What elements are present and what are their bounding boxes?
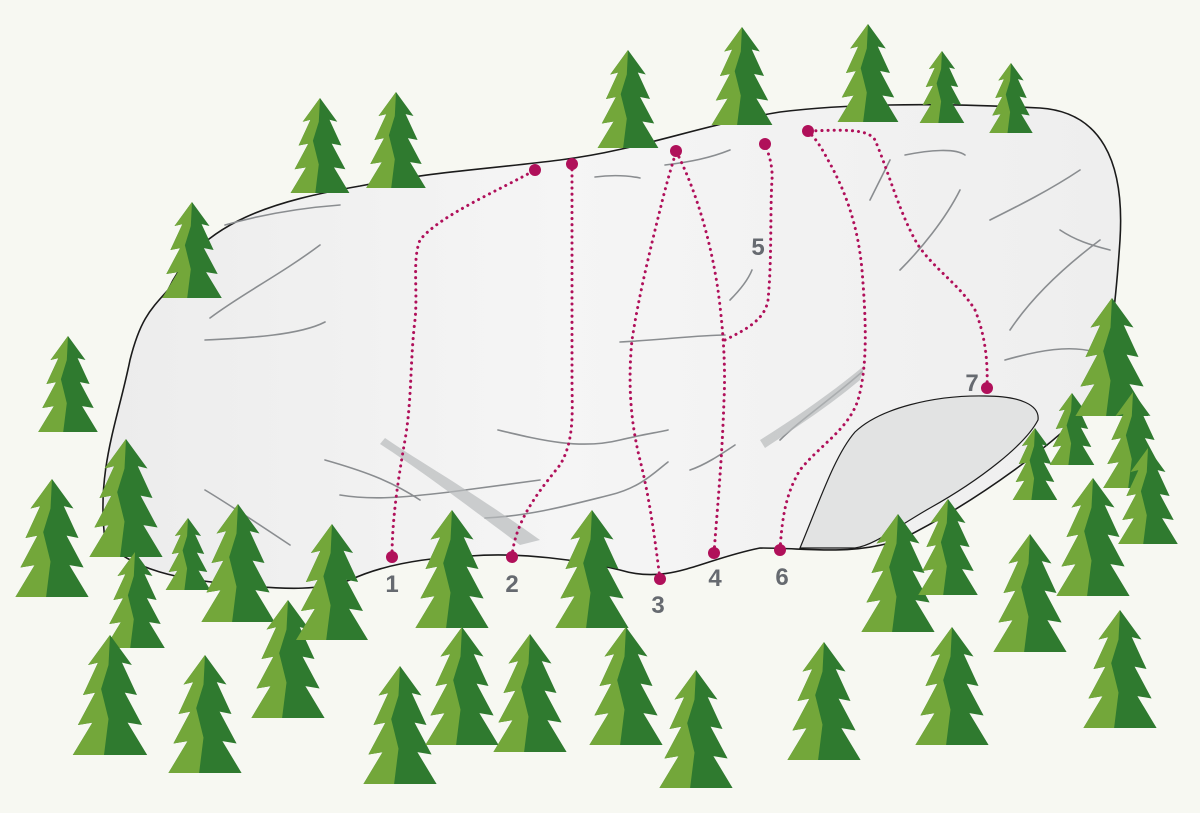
conifer-tree-icon <box>993 534 1067 652</box>
route-label-5: 5 <box>751 234 764 261</box>
conifer-tree-icon <box>251 600 325 718</box>
conifer-tree-icon <box>15 479 89 597</box>
route-3-line <box>628 150 678 581</box>
route-label-4: 4 <box>708 565 722 592</box>
crack-shadow-left <box>380 438 540 545</box>
conifer-tree-icon <box>915 627 989 745</box>
conifer-tree-icon <box>290 98 350 193</box>
route-label-2: 2 <box>505 571 518 598</box>
route-2-line <box>510 163 574 559</box>
route-6-top-dot <box>802 125 814 137</box>
conifer-tree-icon <box>493 634 567 752</box>
route-4-start-dot <box>708 547 720 559</box>
trees <box>15 24 1178 788</box>
conifer-tree-icon <box>589 627 663 745</box>
conifer-tree-icon <box>89 439 163 557</box>
route-5-top-dot <box>759 138 771 150</box>
route-6-start-dot <box>774 544 786 556</box>
route-label-1: 1 <box>385 571 398 598</box>
conifer-tree-icon <box>366 92 426 188</box>
route-7-start-dot <box>981 382 993 394</box>
conifer-tree-icon <box>162 202 222 298</box>
route-1-line <box>390 168 537 559</box>
route-label-3: 3 <box>651 592 664 619</box>
conifer-tree-icon <box>165 518 211 590</box>
conifer-tree-icon <box>861 514 935 632</box>
conifer-tree-icon <box>787 642 861 760</box>
conifer-tree-icon <box>1056 478 1130 596</box>
overhang-shadow <box>799 395 1039 549</box>
conifer-tree-icon <box>201 504 275 622</box>
route-2-start-dot <box>506 551 518 563</box>
routes <box>390 128 989 581</box>
conifer-tree-icon <box>415 510 489 628</box>
route-1-top-dot <box>529 164 541 176</box>
conifer-tree-icon <box>989 63 1033 133</box>
route-dots <box>386 125 993 585</box>
conifer-tree-icon <box>168 655 242 773</box>
conifer-tree-icon <box>1049 393 1095 465</box>
conifer-tree-icon <box>425 627 499 745</box>
route-label-7: 7 <box>965 370 978 397</box>
conifer-tree-icon <box>918 499 978 595</box>
conifer-tree-icon <box>1075 298 1149 416</box>
conifer-tree-icon <box>1083 610 1157 728</box>
route-7-line <box>806 128 989 390</box>
route-labels: 1 2 3 4 5 6 7 <box>385 234 978 619</box>
conifer-tree-icon <box>1118 448 1178 544</box>
conifer-tree-icon <box>72 635 148 755</box>
route-2-top-dot <box>566 158 578 170</box>
conifer-tree-icon <box>105 552 165 648</box>
route-4-line <box>676 153 727 555</box>
conifer-tree-icon <box>363 666 437 784</box>
conifer-tree-icon <box>1012 428 1058 500</box>
route-3-start-dot <box>654 573 666 585</box>
conifer-tree-icon <box>555 510 629 628</box>
conifer-tree-icon <box>597 50 659 148</box>
crack-shadow-right <box>760 365 865 448</box>
conifer-tree-icon <box>711 27 773 125</box>
route-label-6: 6 <box>775 564 788 591</box>
conifer-tree-icon <box>659 670 733 788</box>
conifer-tree-icon <box>919 51 965 123</box>
route-6-line <box>778 129 867 552</box>
route-1-start-dot <box>386 551 398 563</box>
conifer-tree-icon <box>296 524 368 640</box>
route-3-top-dot <box>670 145 682 157</box>
conifer-tree-icon <box>38 336 98 432</box>
conifer-tree-icon <box>837 24 899 122</box>
